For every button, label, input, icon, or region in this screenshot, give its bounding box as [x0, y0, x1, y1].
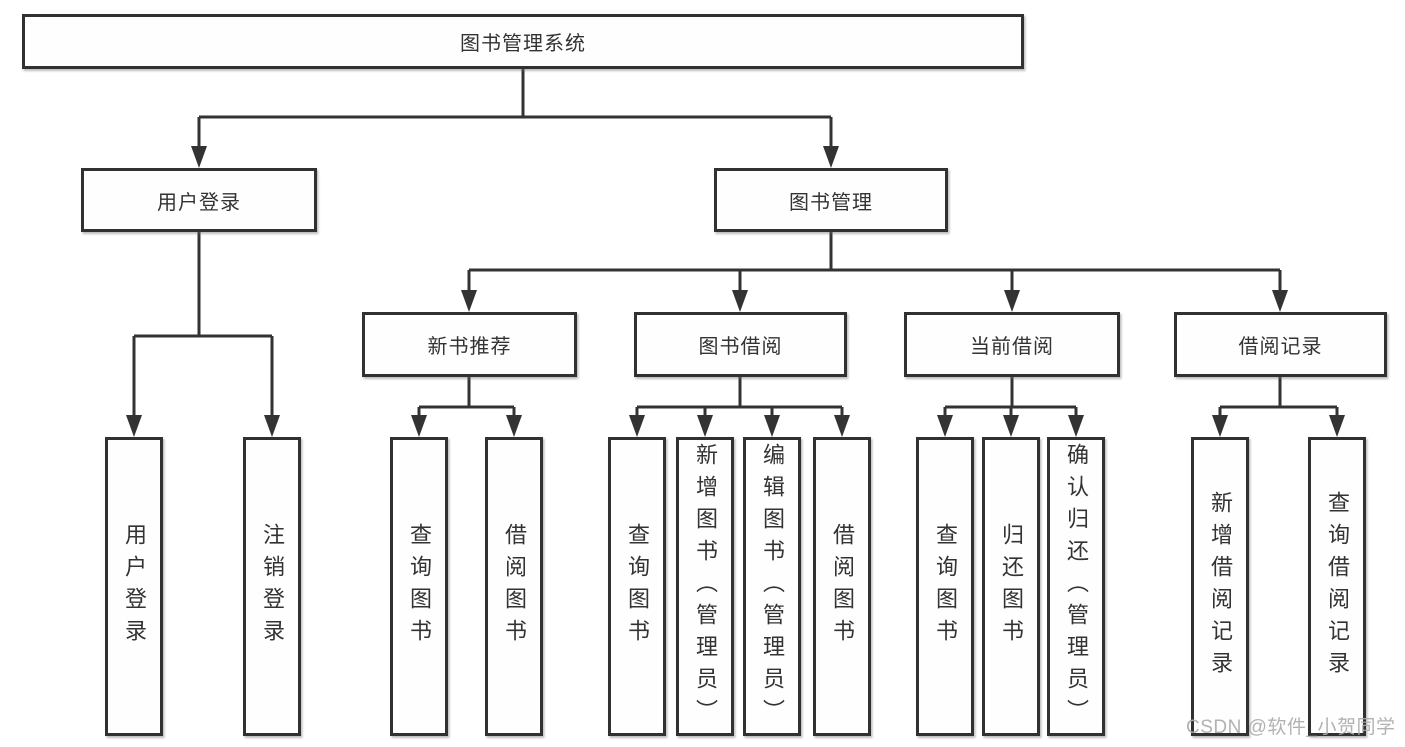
- leaf-return-books: 归还图书: [982, 437, 1040, 736]
- node-label: 借阅记录: [1238, 336, 1323, 358]
- node-label: 图书管理系统: [460, 33, 586, 55]
- node-label: 新增图书（管理员）: [693, 442, 718, 731]
- node-user-login: 用户登录: [81, 168, 317, 232]
- connector-book-borrow-branch: [635, 377, 844, 421]
- leaf-logout: 注销登录: [243, 437, 301, 736]
- node-label: 图书管理: [789, 191, 873, 214]
- node-label: 注销登录: [260, 522, 285, 651]
- node-label: 查询图书: [933, 522, 958, 651]
- node-label: 当前借阅: [970, 336, 1054, 358]
- leaf-query-borrow-record: 查询借阅记录: [1308, 437, 1366, 736]
- node-label: 用户登录: [122, 522, 147, 651]
- leaf-new-book-borrow-books: 借阅图书: [485, 437, 543, 736]
- node-label: 图书借阅: [698, 336, 783, 358]
- connector-borrow-records-branch: [1218, 377, 1339, 421]
- leaf-confirm-return-admin: 确认归还（管理员）: [1047, 437, 1105, 736]
- node-current-borrow: 当前借阅: [904, 312, 1120, 377]
- node-label: 用户登录: [157, 191, 241, 214]
- arrowheads: [126, 146, 1345, 437]
- watermark: CSDN @软件_小贺同学: [1186, 717, 1396, 738]
- leaf-new-book-query-books: 查询图书: [390, 437, 448, 736]
- node-label: 借阅图书: [830, 522, 855, 651]
- node-label: 新增借阅记录: [1208, 490, 1233, 683]
- node-new-book-recommend: 新书推荐: [362, 312, 577, 377]
- connector-new-book-recommend-branch: [417, 377, 516, 421]
- node-label: 新书推荐: [427, 336, 512, 358]
- node-label: 编辑图书（管理员）: [760, 442, 785, 731]
- connector-root-to-level2: [197, 68, 833, 151]
- connector-current-borrow-branch: [943, 377, 1078, 421]
- node-label: 确认归还（管理员）: [1064, 442, 1089, 731]
- node-library-management-system: 图书管理系统: [22, 14, 1024, 69]
- leaf-borrow-books: 借阅图书: [813, 437, 871, 736]
- node-borrow-records: 借阅记录: [1174, 312, 1387, 377]
- node-label: 查询借阅记录: [1325, 490, 1350, 683]
- node-label: 归还图书: [999, 522, 1024, 651]
- node-label: 查询图书: [625, 522, 650, 651]
- node-label: 查询图书: [407, 522, 432, 651]
- node-book-management: 图书管理: [714, 168, 948, 232]
- leaf-current-query-books: 查询图书: [916, 437, 974, 736]
- connector-book-management-branch: [467, 232, 1282, 296]
- leaf-borrow-query-books: 查询图书: [608, 437, 666, 736]
- leaf-user-login: 用户登录: [105, 437, 163, 736]
- leaf-add-borrow-record: 新增借阅记录: [1191, 437, 1249, 736]
- leaf-edit-books-admin: 编辑图书（管理员）: [743, 437, 801, 736]
- node-label: 借阅图书: [502, 522, 527, 651]
- node-book-borrow: 图书借阅: [634, 312, 847, 377]
- connector-user-login-branch: [132, 232, 274, 420]
- leaf-add-books-admin: 新增图书（管理员）: [676, 437, 734, 736]
